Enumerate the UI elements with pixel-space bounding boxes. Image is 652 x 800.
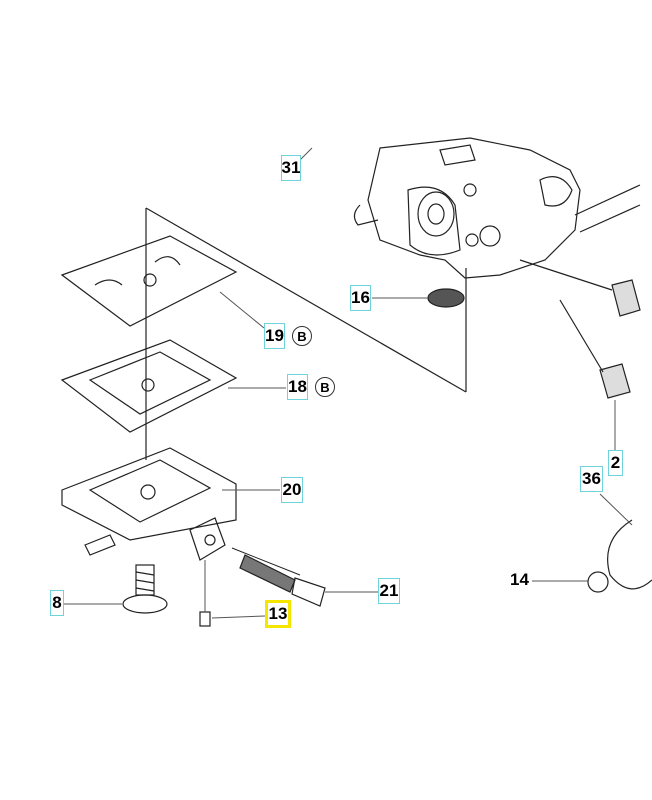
callout-19[interactable]: 19 [264,323,285,349]
screw-14 [587,571,609,593]
leader-lines [64,147,633,619]
filter-screen [427,288,465,308]
callout-2[interactable]: 2 [608,450,623,476]
callout-13-highlighted[interactable]: 13 [265,600,291,628]
callout-36[interactable]: 36 [580,466,603,492]
needle-21 [231,547,326,607]
pin-13 [199,611,211,627]
callout-14[interactable]: 14 [508,567,531,593]
callout-18[interactable]: 18 [287,374,308,400]
gasket-19 [60,235,238,327]
callout-21[interactable]: 21 [378,578,400,604]
badge-b-19: B [292,326,312,346]
callout-31[interactable]: 31 [281,155,301,181]
sleeves [519,259,641,399]
reference-frame-lines [145,207,467,460]
callout-20[interactable]: 20 [281,477,303,503]
badge-b-18: B [315,377,335,397]
screw-8 [122,564,168,614]
callout-8[interactable]: 8 [50,590,64,616]
diaphragm-18 [60,339,238,433]
callout-16[interactable]: 16 [350,285,371,311]
part-36 [607,519,652,590]
cover-20 [61,447,237,541]
carburetor-body [353,137,641,279]
